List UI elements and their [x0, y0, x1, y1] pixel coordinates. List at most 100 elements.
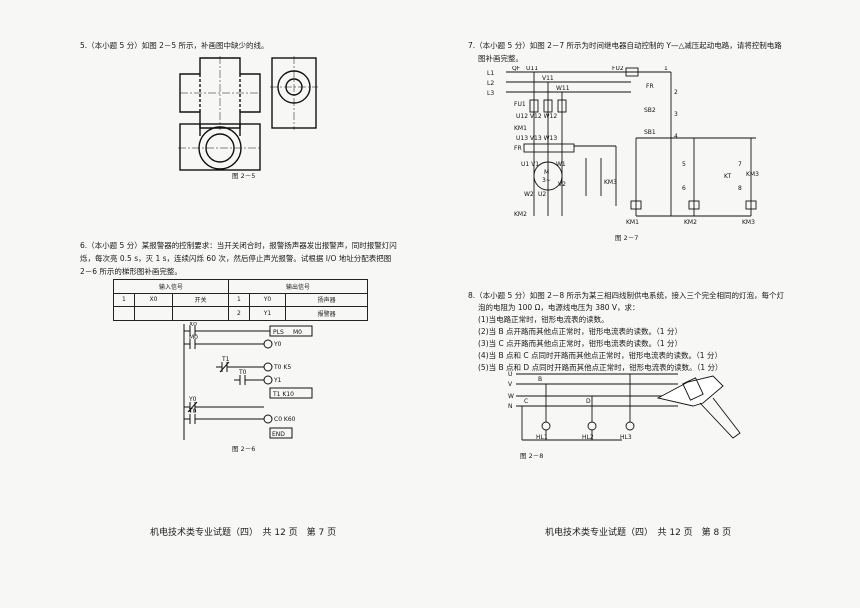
- svg-text:KM3: KM3: [746, 171, 759, 178]
- lamp-label: HL2: [582, 434, 594, 441]
- output-header: 输出信号: [228, 279, 368, 294]
- svg-text:U11: U11: [526, 66, 538, 72]
- question-7-line-1: 7.（本小题 5 分）如图 2－7 所示为时间继电器自动控制的 Y—△减压起动电…: [468, 41, 782, 50]
- figure-2-5-drawing: [178, 56, 318, 171]
- svg-text:U12 V12 W12: U12 V12 W12: [516, 113, 557, 120]
- svg-text:U: U: [508, 371, 512, 378]
- svg-text:W11: W11: [556, 85, 570, 92]
- svg-text:3~: 3~: [542, 177, 551, 184]
- ladder-coil-label: M0: [293, 329, 302, 336]
- table-cell: 报警器: [285, 306, 368, 321]
- table-row: 1 X0 开关 1 Y0 扬声器: [113, 292, 368, 308]
- svg-text:KM3: KM3: [604, 179, 617, 186]
- question-8-item: (5)当 B 点和 D 点同时开路而其他点正常时，钳形电流表的读数。（1 分）: [478, 363, 723, 372]
- svg-text:KM1: KM1: [626, 219, 639, 226]
- lamp-label: HL3: [620, 434, 632, 441]
- ladder-coil-label: Y0: [273, 341, 282, 348]
- svg-text:W1: W1: [556, 161, 566, 168]
- table-cell: Y0: [248, 292, 287, 308]
- svg-text:W: W: [508, 393, 514, 400]
- svg-text:KT: KT: [724, 173, 731, 180]
- svg-text:D: D: [586, 398, 591, 405]
- svg-text:U2: U2: [538, 191, 546, 198]
- ladder-contact-label: T0: [188, 408, 197, 415]
- ladder-contact-label: T1: [221, 356, 230, 363]
- svg-text:5: 5: [682, 161, 686, 168]
- ladder-coil-label: END: [272, 431, 285, 438]
- io-assignment-table: 输入信号 输出信号 1 X0 开关 1 Y0 扬声器 2 Y1 报警器: [112, 279, 368, 321]
- table-cell: 扬声器: [285, 292, 368, 308]
- table-cell: [113, 306, 135, 321]
- svg-text:C: C: [524, 398, 528, 405]
- svg-text:SB1: SB1: [644, 129, 656, 136]
- svg-text:KM2: KM2: [684, 219, 697, 226]
- question-8-line-1: 8.（本小题 5 分）如图 2－8 所示为某三相四线制供电系统，接入三个完全相同…: [468, 291, 785, 300]
- svg-text:N: N: [508, 403, 513, 410]
- svg-text:U1 V1: U1 V1: [521, 161, 539, 168]
- right-page-footer: 机电技术类专业试题（四） 共 12 页 第 8 页: [545, 528, 732, 538]
- question-6-line-3: 2－6 所示的梯形图补画完整。: [80, 267, 182, 276]
- left-page-footer: 机电技术类专业试题（四） 共 12 页 第 7 页: [150, 528, 337, 538]
- svg-text:1: 1: [664, 66, 668, 72]
- svg-text:FR: FR: [646, 83, 654, 90]
- svg-text:6: 6: [682, 185, 686, 192]
- ladder-diagram: X0 M0 T1 T0 Y0 T0 PLS M0 Y0 T0 K5 Y1 T1 …: [183, 322, 313, 440]
- question-8-item: (4)当 B 点和 C 点同时开路而其他点正常时，钳形电流表的读数。（1 分）: [478, 351, 722, 360]
- figure-2-7-caption: 图 2－7: [615, 234, 639, 242]
- svg-text:SB2: SB2: [644, 107, 656, 114]
- svg-text:L3: L3: [487, 90, 494, 97]
- table-cell: [133, 306, 174, 321]
- input-header: 输入信号: [112, 279, 230, 294]
- svg-text:7: 7: [738, 161, 742, 168]
- table-cell: X0: [133, 292, 174, 308]
- ladder-contact-label: M0: [189, 334, 198, 341]
- svg-text:QF: QF: [512, 66, 521, 72]
- ladder-coil-label: T1 K10: [272, 391, 294, 398]
- svg-text:W2: W2: [524, 191, 534, 198]
- svg-text:4: 4: [674, 133, 678, 140]
- question-8-line-2: 泡的电阻为 100 Ω，电源线电压为 380 V，求：: [478, 303, 640, 312]
- table-cell: 2: [228, 306, 250, 321]
- svg-text:KM2: KM2: [514, 211, 527, 218]
- figure-2-6-caption: 图 2－6: [232, 445, 256, 453]
- ladder-coil-label: Y1: [273, 377, 282, 384]
- svg-text:L2: L2: [487, 80, 494, 87]
- svg-text:V11: V11: [542, 75, 554, 82]
- svg-text:8: 8: [738, 185, 742, 192]
- svg-text:FU1: FU1: [514, 101, 526, 108]
- question-7-line-2: 图补画完整。: [478, 54, 523, 63]
- question-8-item: (2)当 B 点开路而其他点正常时，钳形电流表的读数。（1 分）: [478, 327, 682, 336]
- table-row: 2 Y1 报警器: [113, 306, 368, 321]
- svg-text:U13 V13 W13: U13 V13 W13: [516, 135, 557, 142]
- question-8-item: (3)当 C 点开路而其他点正常时，钳形电流表的读数。（1 分）: [478, 339, 683, 348]
- ladder-contact-label: T0: [238, 369, 247, 376]
- figure-2-8-caption: 图 2－8: [520, 452, 544, 460]
- figure-2-5-caption: 图 2－5: [232, 172, 256, 180]
- svg-text:B: B: [538, 376, 542, 383]
- question-8-item: (1)当电路正常时，钳形电流表的读数。: [478, 315, 609, 324]
- table-cell: Y1: [248, 306, 287, 321]
- question-5-text: 5.（本小题 5 分）如图 2－5 所示，补画图中缺少的线。: [80, 41, 269, 50]
- svg-text:2: 2: [674, 89, 678, 96]
- ladder-contact-label: Y0: [188, 396, 197, 403]
- svg-text:FR: FR: [514, 145, 522, 152]
- table-cell: 1: [228, 292, 250, 308]
- ladder-contact-label: X0: [189, 322, 197, 328]
- question-6-line-2: 烁，每次亮 0.5 s，灭 1 s，连续闪烁 60 次，然后停止声光报警。试根据…: [80, 254, 392, 263]
- lamp-label: HL1: [536, 434, 548, 441]
- svg-text:3: 3: [674, 111, 678, 118]
- question-6-line-1: 6.（本小题 5 分）某报警器的控制要求：当开关闭合时，报警扬声器发出报警声，同…: [80, 241, 397, 250]
- svg-text:FU2: FU2: [612, 66, 624, 72]
- svg-text:L1: L1: [487, 70, 494, 77]
- ladder-coil-label: C0 K60: [274, 416, 296, 423]
- svg-text:V2: V2: [558, 181, 566, 188]
- svg-text:V: V: [508, 381, 513, 388]
- svg-text:KM3: KM3: [742, 219, 755, 226]
- table-cell: [172, 306, 230, 321]
- table-cell: 开关: [172, 292, 230, 308]
- svg-text:M: M: [544, 169, 549, 176]
- svg-text:KM1: KM1: [514, 125, 527, 132]
- ladder-coil-label: PLS: [273, 329, 284, 336]
